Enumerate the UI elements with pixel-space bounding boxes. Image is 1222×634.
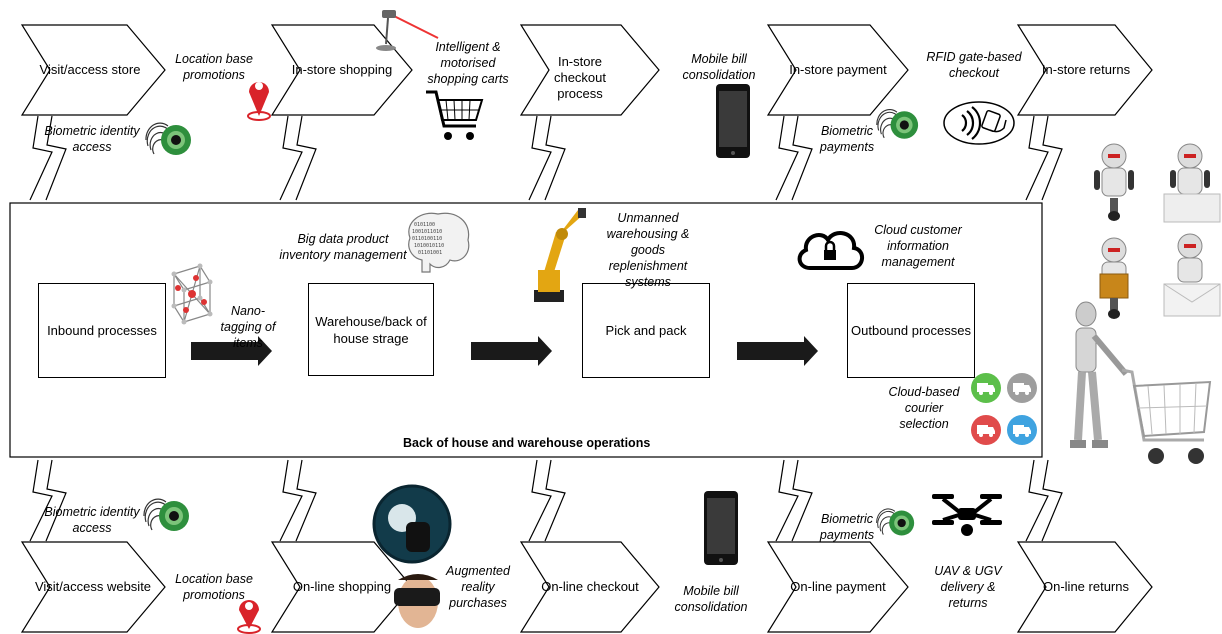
laser-scanner-icon [376,10,439,51]
annotation-mobile-bill-bottom: Mobile bill consolidation [674,584,748,614]
mobile-phone-icon [716,84,750,158]
chevron-label-instore-checkout: In-store checkout process [553,54,607,101]
truck-icon [1007,373,1037,403]
fingerprint-iris-icon [145,122,191,155]
annotation-uav: UAV & UGV delivery & returns [934,564,1002,610]
arrow-3 [737,336,818,366]
chevron-label-online-shopping: On-line shopping [292,579,392,594]
arrow-2 [471,336,552,366]
annotation-cloud-info: Cloud customer information management [874,223,962,269]
annotation-ar: Augmented reality purchases [446,564,510,610]
humanoid-cart-icon [1070,301,1212,464]
truck-icon [971,373,1001,403]
annotation-location-bottom: Location base promotions [175,572,253,602]
mobile-phone-icon [704,491,738,565]
annotation-biometric-pay-top: Biometric payments [819,124,875,154]
annotation-biometric-pay-bottom: Biometric payments [819,512,875,542]
robot-icon [1094,143,1134,221]
svg-text:1001011010: 1001011010 [412,229,442,235]
robot-icon [1099,237,1129,319]
robot-icon [1163,143,1221,223]
chevron-label-instore-payment: In-store payment [789,62,887,77]
box-outbound: Outbound processes [847,283,975,378]
annotation-biometric-access-bottom: Biometric identity access [44,505,140,535]
chevron-label-instore-shopping: In-store shopping [291,62,393,77]
box-pick-pack: Pick and pack [582,283,710,378]
chevron-label-online-checkout: On-line checkout [541,579,639,594]
annotation-cloud-courier: Cloud-based courier selection [888,385,960,431]
chevron-visit-store [20,24,166,116]
drone-icon [932,494,1002,536]
chevron-instore-payment [766,24,909,116]
svg-text:0110100110: 0110100110 [412,236,442,242]
annotation-mobile-bill-top: Mobile bill consolidation [682,52,756,82]
arrow-1 [191,336,272,366]
shopping-cart-icon [426,90,484,140]
chevron-label-online-payment: On-line payment [790,579,886,594]
chevron-instore-checkout [519,24,660,116]
svg-text:01101001: 01101001 [418,250,442,256]
chevron-online-returns [1016,541,1153,633]
warehouse-frame [9,202,1043,458]
svg-text:1010010110: 1010010110 [414,243,444,249]
chevron-visit-website [20,541,166,633]
chevron-label-visit-store: Visit/access store [39,62,141,77]
fingerprint-iris-icon [143,498,189,531]
chevron-instore-returns [1016,24,1153,116]
box-inbound: Inbound processes [38,283,166,378]
warehouse-title: Back of house and warehouse operations [403,436,651,450]
map-pin-icon [247,82,271,121]
chevron-online-payment [766,541,909,633]
chevron-label-instore-returns: In-store returns [1041,62,1131,77]
svg-text:0101100: 0101100 [414,222,435,228]
map-pin-icon [237,600,261,634]
box-warehouse: Warehouse/back of house strage [308,283,434,376]
annotation-rfid: RFID gate-based checkout [926,50,1022,80]
cloud-lock-icon [797,231,864,270]
robotic-arm-icon [534,208,586,302]
contactless-payment-icon [943,101,1015,145]
annotation-carts: Intelligent & motorised shopping carts [427,40,509,86]
chevron-online-checkout [519,541,660,633]
annotation-unmanned: Unmanned warehousing & goods replenishme… [606,211,690,289]
robot-icon [1163,233,1221,317]
truck-icon [971,415,1001,445]
molecule-icon [171,263,213,325]
annotation-biometric-access-top: Biometric identity access [44,124,140,154]
chevron-label-online-returns: On-line returns [1043,579,1129,594]
truck-icon [1007,415,1037,445]
annotation-bigdata: Big data product inventory management [279,232,407,262]
chevron-label-visit-website: Visit/access website [34,579,152,594]
vr-headset-icon [372,484,452,628]
fingerprint-iris-icon [876,108,919,139]
chevron-online-shopping [270,541,413,633]
annotation-nano: Nano-tagging of items [220,304,276,350]
fingerprint-iris-icon [876,508,915,536]
annotation-location-top: Location base promotions [175,52,253,82]
